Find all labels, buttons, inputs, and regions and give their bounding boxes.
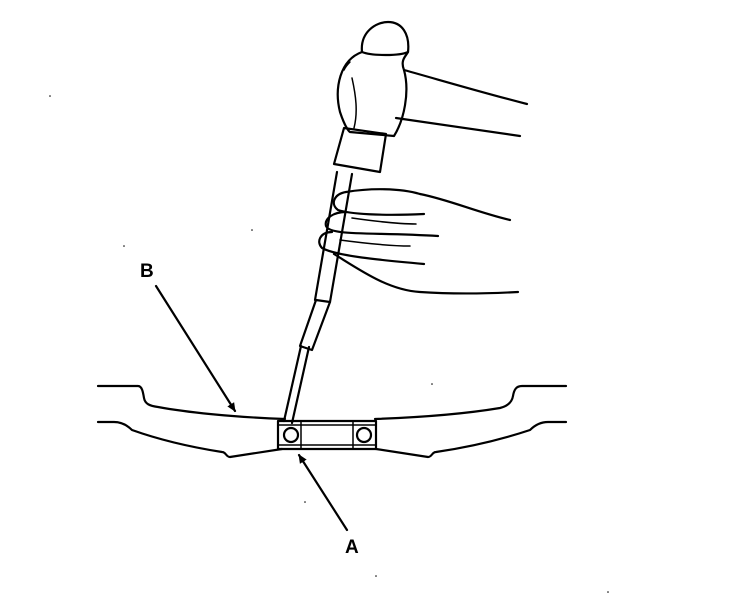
hand <box>318 188 520 295</box>
callout-b-leader <box>154 284 237 413</box>
drift-punch <box>282 170 354 425</box>
scan-speckles <box>49 95 609 593</box>
hammer-head <box>336 50 410 138</box>
hammer-handle <box>402 68 529 106</box>
hammer-ball <box>360 20 410 57</box>
bearing-ball-left <box>282 426 300 444</box>
bearing-ball-right <box>355 426 373 444</box>
callout-b-label: B <box>140 261 154 282</box>
hammer-collar <box>332 126 388 174</box>
housing-outline <box>96 384 568 459</box>
hammer <box>332 20 529 174</box>
bearing <box>276 419 378 451</box>
callout-a-label: A <box>345 537 359 558</box>
callout-a-leader <box>297 453 349 532</box>
